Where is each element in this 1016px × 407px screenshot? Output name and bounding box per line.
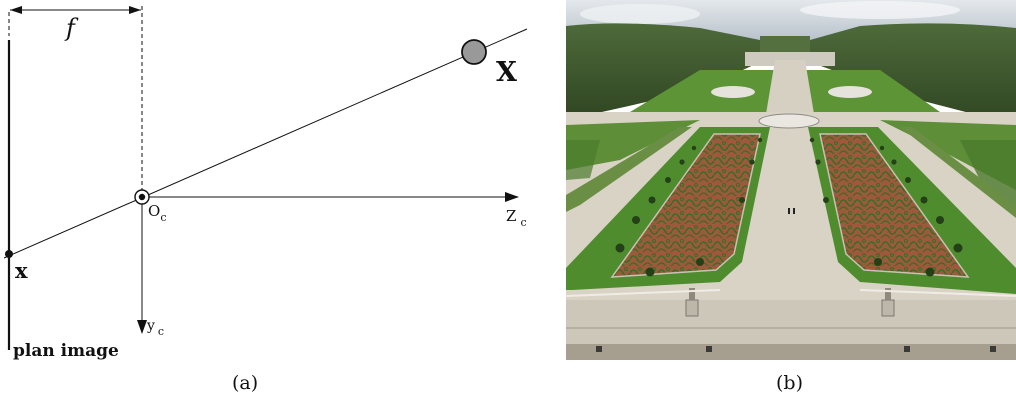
balustrade — [566, 344, 1016, 360]
caption-a: (a) — [232, 372, 259, 394]
forest-left — [566, 23, 760, 120]
optical-center-dot — [138, 193, 146, 201]
statues — [685, 288, 895, 317]
parterre-left — [610, 133, 761, 278]
projection-ray — [3, 28, 528, 259]
forest-right — [810, 23, 1016, 125]
garden-photo — [566, 0, 1016, 360]
image-point-marker — [5, 250, 13, 258]
caption-b: (b) — [776, 372, 803, 394]
image-point-label: x — [15, 258, 28, 283]
point-3d-marker — [461, 39, 487, 65]
point-3d-label: X — [496, 57, 517, 88]
center-label: Oc — [148, 202, 166, 224]
focal-length-label: f — [64, 14, 79, 42]
topiaries — [615, 137, 963, 277]
round-basin — [758, 113, 820, 129]
image-plane-label: plan image — [13, 341, 119, 361]
parterre-right — [819, 133, 970, 278]
